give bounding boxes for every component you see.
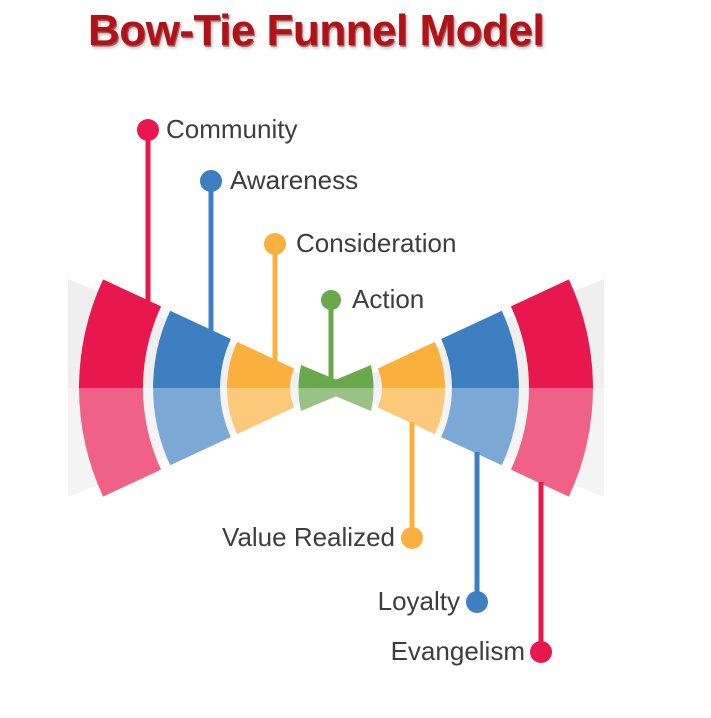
label-value-realized: Value Realized [222, 521, 395, 552]
page-title: Bow-Tie Funnel Model [88, 6, 545, 55]
callout-lines [145, 130, 544, 652]
evangelism-dot [530, 641, 552, 663]
label-loyalty: Loyalty [377, 585, 460, 616]
value-realized-dot [401, 527, 423, 549]
label-evangelism: Evangelism [390, 635, 525, 666]
community-dot [137, 119, 159, 141]
callout-dots [137, 119, 552, 663]
label-action: Action [352, 283, 425, 314]
label-awareness: Awareness [230, 164, 359, 195]
action-dot [321, 290, 341, 310]
consideration-dot [264, 233, 286, 255]
label-community: Community [166, 113, 298, 144]
loyalty-dot [466, 591, 488, 613]
label-consideration: Consideration [296, 227, 457, 258]
awareness-dot [200, 170, 222, 192]
